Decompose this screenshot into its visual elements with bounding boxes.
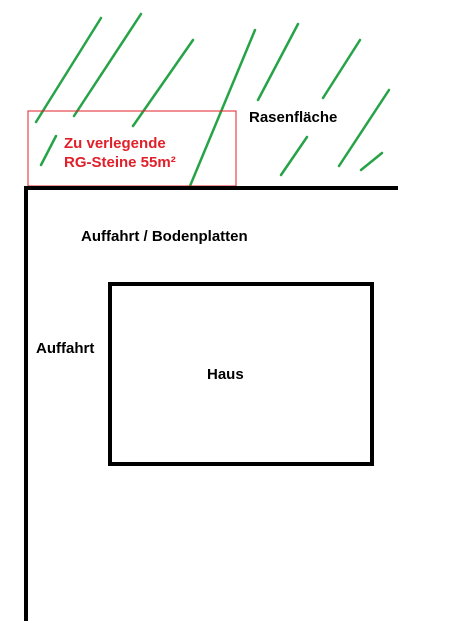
lawn-hatch-line — [279, 135, 309, 177]
lawn-hatch-line — [321, 38, 362, 100]
lawn-hatch-line — [256, 22, 300, 102]
house-outline — [108, 282, 374, 466]
lawn-hatch-line — [34, 16, 103, 124]
lawn-label: Rasenfläche — [249, 109, 338, 126]
house-label: Haus — [207, 366, 244, 383]
lawn-hatch-line — [39, 134, 58, 167]
paving-area-label-line1: Zu verlegende — [64, 135, 166, 152]
lawn-hatch-line — [359, 151, 384, 172]
paving-area-label-line2: RG-Steine 55m² — [64, 154, 176, 171]
driveway-top-label: Auffahrt / Bodenplatten — [81, 228, 248, 245]
lawn-hatch-line — [188, 28, 257, 188]
lawn-hatching — [34, 12, 391, 188]
lawn-hatch-line — [72, 12, 143, 118]
lawn-hatch-line — [131, 38, 195, 128]
lawn-hatch-line — [337, 88, 391, 168]
paving-area-label: Zu verlegende RG-Steine 55m² — [64, 134, 234, 172]
driveway-left-label: Auffahrt — [36, 340, 95, 357]
